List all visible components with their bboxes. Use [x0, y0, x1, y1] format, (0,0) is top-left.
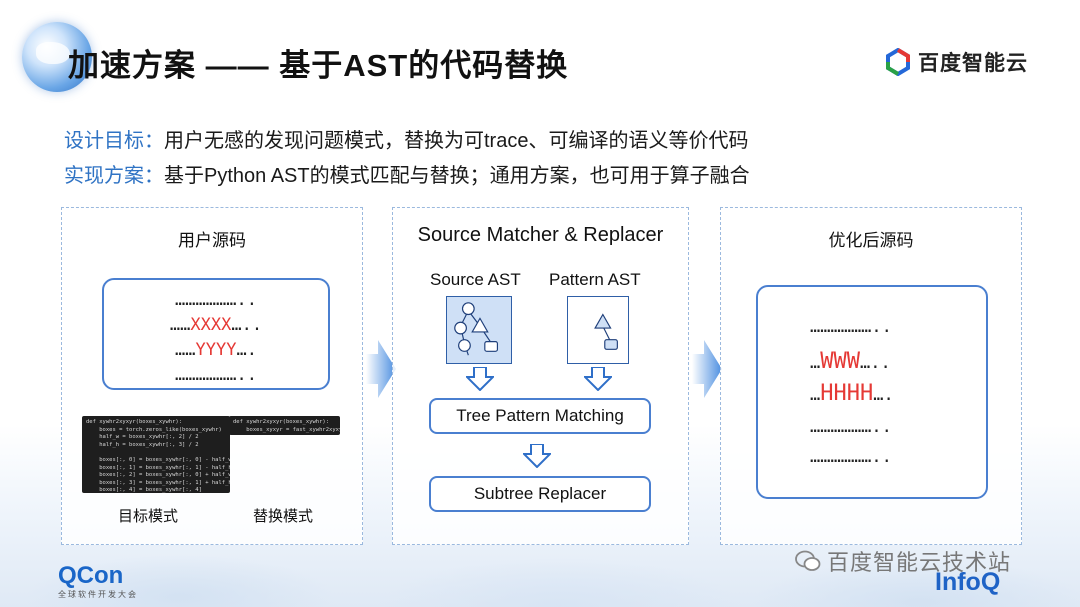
wechat-icon — [795, 550, 821, 571]
arrow-down-icon — [584, 367, 612, 391]
panel-matcher: Source Matcher & Replacer Source AST Pat… — [392, 207, 689, 545]
user-code-box: ……………….. ……XXXX….. ……YYYY…. ……………….. — [102, 278, 330, 390]
panel-title: 用户源码 — [178, 231, 246, 250]
arrow-right-icon — [692, 340, 722, 398]
tree-pattern-matching-step: Tree Pattern Matching — [429, 398, 651, 434]
subtree-replacer-step: Subtree Replacer — [429, 476, 651, 512]
qcon-subtitle: 全球软件开发大会 — [58, 590, 138, 599]
wechat-account-name: 百度智能云技术站 — [827, 550, 1012, 575]
code-row: …WWW….. — [810, 349, 891, 374]
code-row: …HHHH…. — [810, 381, 894, 406]
brand-name: 百度智能云 — [918, 52, 1028, 75]
arrow-down-icon — [523, 444, 551, 468]
optimized-code-box: ……………….. …WWW….. …HHHH…. ……………….. ………………… — [756, 285, 988, 499]
code-row: ……………….. — [810, 447, 892, 467]
panel-optimized-source: 优化后源码 ……………….. …WWW….. …HHHH…. ……………….. … — [720, 207, 1022, 545]
baidu-cloud-icon — [886, 48, 910, 76]
impl-plan-text: 基于Python AST的模式匹配与替换；通用方案，也可用于算子融合 — [164, 165, 750, 187]
code-row: ……………….. — [810, 417, 892, 437]
brand-logo: 百度智能云 — [884, 47, 1028, 77]
impl-plan-key: 实现方案： — [64, 165, 164, 187]
globe-icon — [22, 22, 92, 92]
code-row: ……YYYY…. — [175, 340, 257, 360]
qcon-wordmark: QCon — [58, 562, 124, 589]
infoq-logo: InfoQ — [935, 568, 1001, 596]
replace-pattern-code: def xywhr2xyxyr(boxes_xywhr): boxes_xyxy… — [229, 416, 340, 435]
pattern-ast-label: Pattern AST — [549, 270, 641, 289]
arrow-down-icon — [466, 367, 494, 391]
arrow-right-icon — [366, 340, 396, 398]
caption-target-pattern: 目标模式 — [118, 508, 179, 525]
code-row: ……………….. — [175, 365, 257, 385]
panel-user-source: 用户源码 ……………….. ……XXXX….. ……YYYY…. ……………….… — [61, 207, 363, 545]
panel-title: Source Matcher & Replacer — [417, 224, 664, 246]
source-tree-icon — [446, 296, 512, 364]
caption-replace-pattern: 替换模式 — [253, 508, 314, 525]
slide-title: 加速方案 —— 基于AST的代码替换 — [68, 48, 569, 83]
pattern-tree-icon — [567, 296, 629, 364]
code-row: ……………….. — [810, 317, 892, 337]
design-goal-text: 用户无感的发现问题模式，替换为可trace、可编译的语义等价代码 — [164, 130, 749, 152]
code-row: ……XXXX….. — [169, 315, 263, 335]
design-goal-key: 设计目标： — [64, 130, 164, 152]
panel-title: 优化后源码 — [828, 231, 914, 250]
source-ast-label: Source AST — [430, 270, 521, 289]
target-pattern-code: def xywhr2xyxyr(boxes_xywhr): boxes = to… — [82, 416, 230, 493]
wechat-account: 百度智能云技术站 — [795, 545, 1011, 577]
impl-plan-line: 实现方案：基于Python AST的模式匹配与替换；通用方案，也可用于算子融合 — [64, 159, 750, 188]
code-row: ……………….. — [175, 290, 257, 310]
design-goal-line: 设计目标：用户无感的发现问题模式，替换为可trace、可编译的语义等价代码 — [64, 124, 748, 153]
qcon-logo: QCon 全球软件开发大会 — [58, 564, 138, 600]
